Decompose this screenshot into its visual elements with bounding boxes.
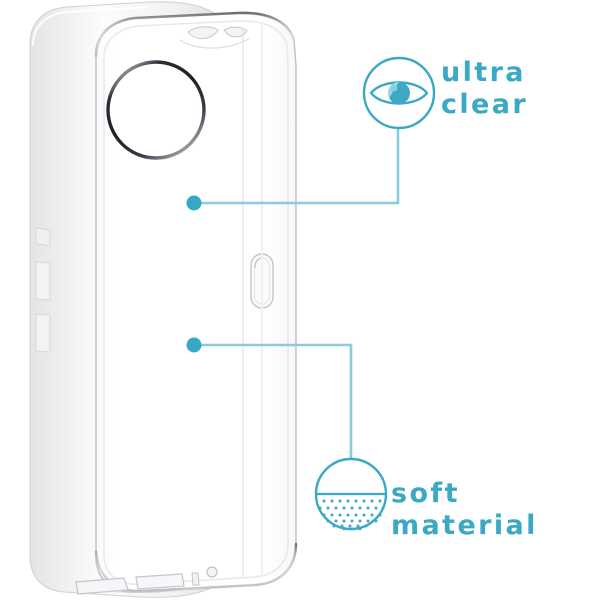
marker-dot-soft-material[interactable] bbox=[186, 337, 202, 353]
connector-line-ultra-clear bbox=[194, 128, 400, 205]
eye-icon bbox=[362, 56, 436, 130]
callout-label-soft-material: soft material bbox=[391, 478, 538, 542]
callout-label-soft-material-line1: soft bbox=[391, 478, 460, 509]
callout-soft-material[interactable] bbox=[186, 337, 388, 531]
camera-cutout bbox=[106, 60, 206, 160]
callout-label-ultra-clear: ultra clear bbox=[441, 57, 528, 121]
callout-label-ultra-clear-line2: clear bbox=[441, 88, 529, 120]
marker-dot-ultra-clear[interactable] bbox=[186, 195, 202, 211]
callout-ultra-clear[interactable] bbox=[186, 56, 436, 211]
case-edge-highlights bbox=[53, 22, 263, 578]
top-cutouts bbox=[179, 26, 251, 49]
bottom-cutouts bbox=[69, 566, 241, 595]
callout-label-soft-material-line2: material bbox=[391, 509, 538, 541]
soft-material-icon bbox=[314, 457, 388, 531]
connector-line-soft-material bbox=[194, 343, 353, 459]
callout-label-ultra-clear-line1: ultra bbox=[441, 57, 526, 88]
